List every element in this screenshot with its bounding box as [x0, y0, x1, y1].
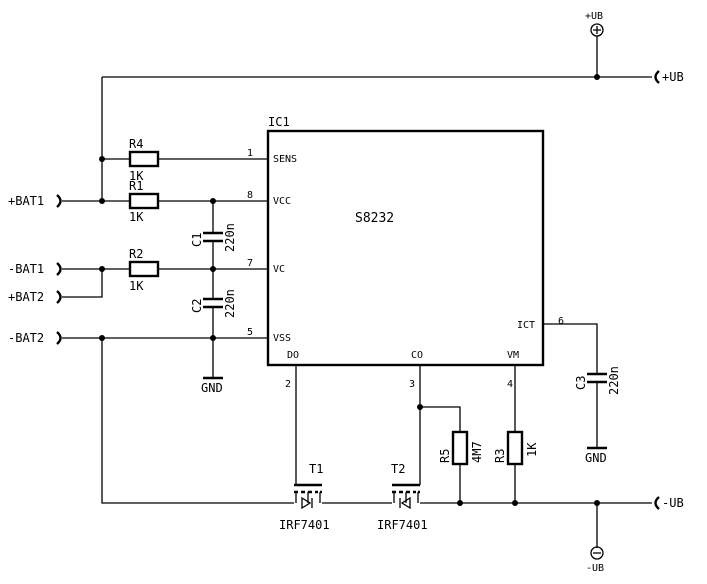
power-symbol-plus: +UB: [585, 11, 604, 37]
t2-part: IRF7401: [377, 518, 428, 532]
resistor-r4: R4 1K: [128, 137, 160, 183]
pin-name-co: CO: [411, 350, 423, 361]
pin-name-vss: VSS: [273, 333, 291, 344]
capacitor-c3: C3 220n: [574, 366, 621, 395]
pin-num-sens: 1: [247, 148, 253, 159]
connector-ub-plus: +UB: [654, 70, 684, 84]
connector-bat2-minus: -BAT2: [8, 331, 62, 345]
junctions: [99, 74, 600, 506]
pin-num-co: 3: [409, 379, 415, 390]
r3-value: 1K: [525, 442, 539, 457]
resistor-r5: R5 4M7: [438, 430, 484, 466]
t1-part: IRF7401: [279, 518, 330, 532]
pin-name-vcc: VCC: [273, 196, 291, 207]
gnd-label-right: GND: [585, 451, 607, 465]
resistor-r1: R1 1K: [128, 179, 160, 224]
ic1: IC1 S8232 SENS VCC VC VSS DO CO VM ICT 1…: [247, 115, 564, 390]
ub-minus-label: -UB: [662, 496, 684, 510]
pin-num-do: 2: [285, 379, 291, 390]
r2-value: 1K: [129, 279, 144, 293]
ub-plus-label: +UB: [662, 70, 684, 84]
r5-value: 4M7: [470, 441, 484, 463]
capacitor-c1: C1 220n: [190, 223, 237, 252]
gnd-label-left: GND: [201, 381, 223, 395]
pin-name-sens: SENS: [273, 154, 297, 165]
bat1-minus-label: -BAT1: [8, 262, 44, 276]
pin-name-vm: VM: [507, 350, 519, 361]
pin-num-vc: 7: [247, 258, 253, 269]
pin-num-vcc: 8: [247, 190, 253, 201]
ground-symbol-right: GND: [585, 446, 607, 465]
c3-value: 220n: [607, 366, 621, 395]
r3-ref: R3: [493, 449, 507, 463]
connector-bat1-minus: -BAT1: [8, 262, 62, 276]
c3-ref: C3: [574, 376, 588, 390]
bat2-plus-label: +BAT2: [8, 290, 44, 304]
resistor-r2: R2 1K: [128, 247, 160, 293]
t1-ref: T1: [309, 462, 323, 476]
pin-num-ict: 6: [558, 316, 564, 327]
pin-num-vm: 4: [507, 379, 513, 390]
pin-name-do: DO: [287, 350, 299, 361]
resistor-r3: R3 1K: [493, 430, 539, 466]
c1-value: 220n: [223, 223, 237, 252]
mosfet-t2: T2 IRF7401: [377, 462, 428, 532]
c1-ref: C1: [190, 233, 204, 247]
connector-bat1-plus: +BAT1: [8, 194, 62, 208]
bat2-minus-label: -BAT2: [8, 331, 44, 345]
pin-name-vc: VC: [273, 264, 285, 275]
mosfet-t1: T1 IRF7401: [279, 462, 330, 532]
ground-symbol-left: GND: [201, 376, 223, 395]
ic1-ref: IC1: [268, 115, 290, 129]
t2-ref: T2: [391, 462, 405, 476]
wires: [62, 36, 652, 548]
power-symbol-minus: -UB: [586, 546, 604, 574]
c2-ref: C2: [190, 299, 204, 313]
power-minus-label: -UB: [586, 563, 604, 574]
r2-ref: R2: [129, 247, 143, 261]
ic1-part: S8232: [355, 211, 394, 226]
r4-value: 1K: [129, 169, 144, 183]
bat1-plus-label: +BAT1: [8, 194, 44, 208]
pin-name-ict: ICT: [517, 320, 535, 331]
r5-ref: R5: [438, 449, 452, 463]
c2-value: 220n: [223, 289, 237, 318]
pin-num-vss: 5: [247, 327, 253, 338]
r1-value: 1K: [129, 210, 144, 224]
capacitor-c2: C2 220n: [190, 289, 237, 318]
connector-bat2-plus: +BAT2: [8, 290, 62, 304]
r4-ref: R4: [129, 137, 143, 151]
connector-ub-minus: -UB: [654, 496, 684, 510]
power-plus-label: +UB: [585, 11, 603, 22]
r1-ref: R1: [129, 179, 143, 193]
